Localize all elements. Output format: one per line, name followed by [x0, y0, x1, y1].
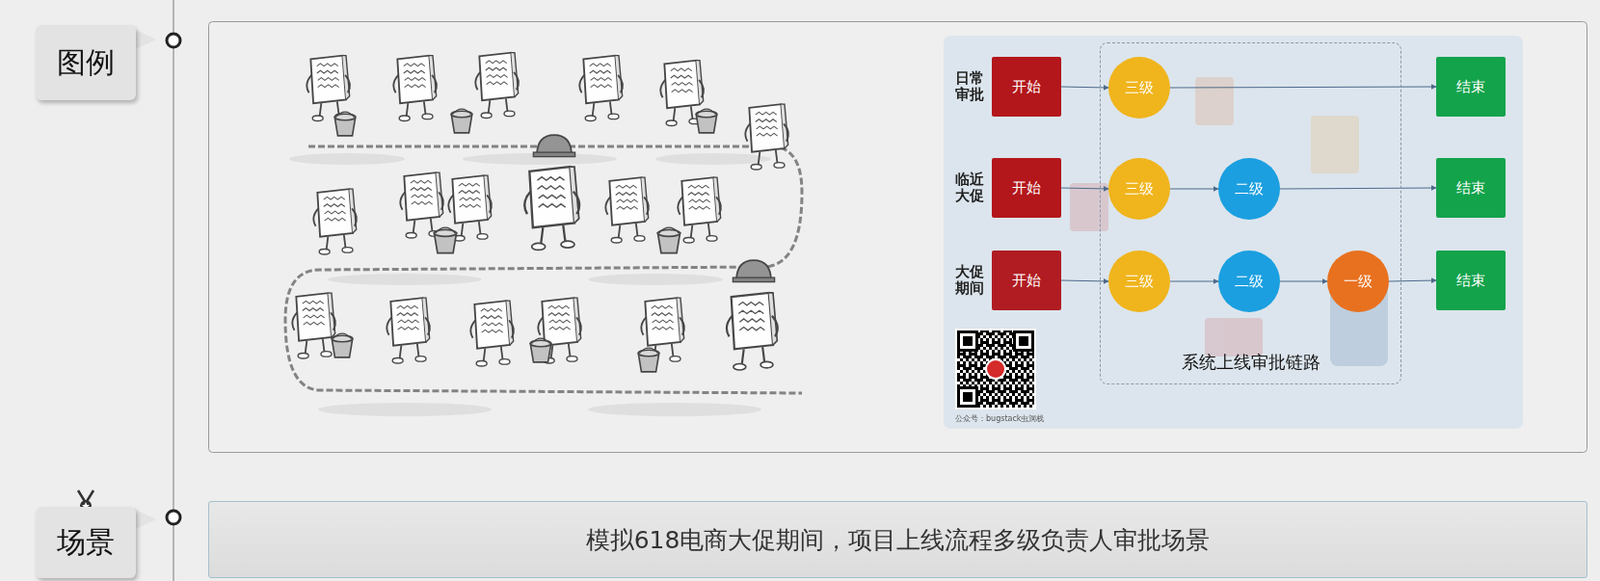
approval-circle: 三级 [1108, 250, 1171, 313]
node-text: 场景 [56, 523, 115, 563]
section-tab: 场景 [35, 506, 136, 579]
approval-circle: 二级 [1218, 250, 1280, 313]
node-text: 二级 [1234, 272, 1264, 292]
node-text: 三级 [1124, 180, 1154, 199]
flow-arrow [1061, 280, 1109, 282]
node-text: 三级 [1124, 79, 1154, 98]
row-label: 日常审批 [955, 70, 985, 103]
approval-circle: 一级 [1327, 250, 1389, 313]
node-text: 开始 [1012, 271, 1041, 291]
flow-arrow [1061, 187, 1109, 189]
row-label: 临近大促 [955, 171, 985, 204]
flow-arrow [1280, 281, 1328, 283]
process-box: 开始 [991, 250, 1062, 311]
process-box: 开始 [991, 56, 1062, 117]
approval-circle: 三级 [1108, 56, 1171, 119]
flow-arrow [1388, 280, 1437, 282]
qr-caption: 公众号：bugstack虫洞栈 [955, 413, 1044, 425]
node-text: 图例 [56, 43, 115, 83]
process-box: 开始 [991, 158, 1062, 218]
node-text: 结束 [1456, 271, 1486, 291]
process-box: 结束 [1436, 250, 1506, 311]
process-box: 结束 [1436, 158, 1506, 218]
node-text: 一级 [1343, 272, 1373, 292]
flow-arrow [1170, 86, 1437, 88]
node-text: 结束 [1456, 78, 1486, 97]
approval-circle: 三级 [1108, 158, 1171, 220]
process-box: 结束 [1436, 56, 1506, 117]
flow-arrow [1061, 86, 1109, 88]
approval-circle: 二级 [1218, 158, 1280, 220]
row-label: 大促期间 [955, 264, 985, 296]
node-text: 模拟618电商大促期间，项目上线流程多级负责人审批场景 [586, 524, 1211, 557]
flow-arrow [1280, 187, 1437, 189]
node-text: 二级 [1234, 180, 1264, 199]
group-box: 系统上线审批链路三级三级二级三级二级一级 [1099, 42, 1402, 385]
node-text: 开始 [1012, 78, 1041, 97]
node-text: 结束 [1456, 179, 1486, 198]
node-text: 开始 [1012, 179, 1041, 198]
node-text: 三级 [1124, 272, 1154, 292]
scene-box: 模拟618电商大促期间，项目上线流程多级负责人审批场景 [208, 501, 1588, 579]
node-text: 系统上线审批链路 [1181, 350, 1321, 374]
flow-arrow [1170, 281, 1219, 283]
flow-arrow [1170, 188, 1219, 190]
section-tab: 图例 [35, 25, 136, 101]
